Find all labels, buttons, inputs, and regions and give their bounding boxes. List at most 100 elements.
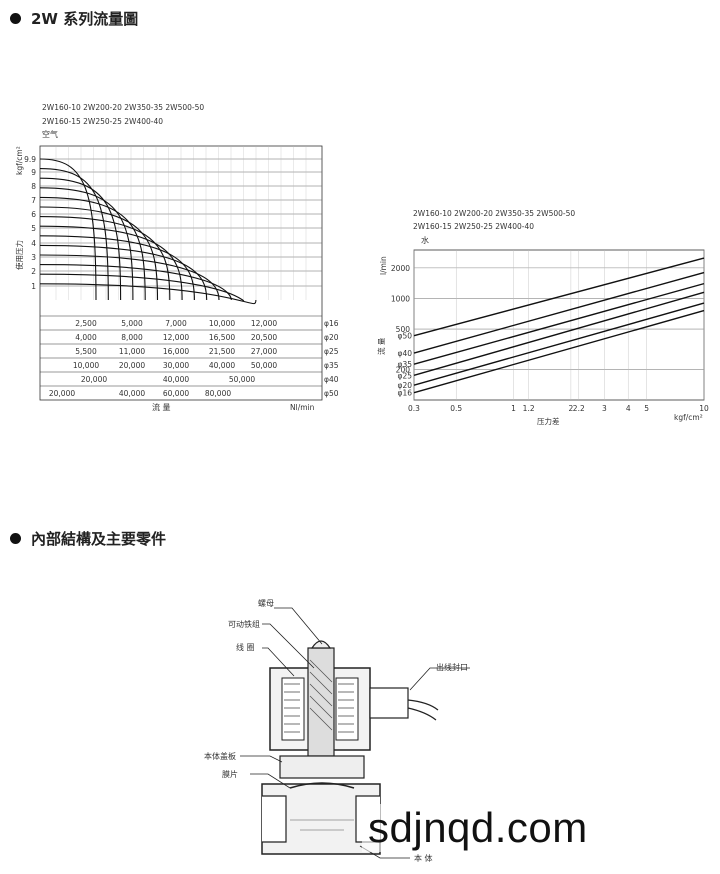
air-flow-curve — [39, 273, 245, 301]
air-table-cell: 50,000 — [229, 375, 255, 384]
label-coil: 线 圈 — [236, 642, 255, 652]
water-x-tick-label: 2.2 — [573, 404, 585, 413]
air-flow-curve — [39, 254, 220, 301]
air-x-unit: Nl/min — [290, 403, 315, 412]
water-y-tick-label: 1000 — [391, 294, 410, 303]
air-table-cell: 2,500 — [75, 319, 97, 328]
air-flow-curve — [39, 206, 159, 301]
air-table-cell: 80,000 — [205, 389, 231, 398]
air-y-tick-label: 7 — [31, 196, 36, 205]
water-series-label: φ50 — [398, 332, 413, 341]
water-y-tick-label: 500 — [396, 325, 411, 334]
air-flow-curve — [39, 264, 232, 301]
leader-nut — [274, 607, 323, 645]
water-series-label: φ35 — [398, 360, 413, 369]
air-table-cell: 20,500 — [251, 333, 277, 342]
air-flow-curve — [39, 177, 122, 301]
air-table-cell: 16,500 — [209, 333, 235, 342]
air-table-cell: 50,000 — [251, 361, 277, 370]
air-table-cell: 8,000 — [121, 333, 143, 342]
air-y-unit: kgf/cm² — [15, 146, 24, 175]
air-table-cell: 4,000 — [75, 333, 97, 342]
air-y-tick-label: 2 — [31, 267, 36, 276]
air-table-cell: 16,000 — [163, 347, 189, 356]
air-table-diameter: φ20 — [324, 333, 339, 342]
water-x-tick-label: 0.3 — [408, 404, 420, 413]
body-hatch — [290, 819, 354, 831]
coil-right — [335, 677, 359, 741]
leader-coil — [262, 647, 295, 677]
air-table-cell: 5,000 — [121, 319, 143, 328]
leader-diaphragm — [250, 773, 291, 789]
water-series-line — [413, 309, 705, 394]
air-table-cell: 5,500 — [75, 347, 97, 356]
air-flow-curve — [39, 244, 208, 301]
water-y-label: 流 量 — [376, 337, 386, 355]
plunger-tube — [307, 647, 335, 757]
water-x-tick-label: 4 — [626, 404, 631, 413]
water-series-line — [413, 291, 705, 376]
water-y-tick-label: 2000 — [391, 264, 410, 273]
air-table-diameter: φ40 — [324, 375, 339, 384]
water-x-tick-label: 5 — [644, 404, 649, 413]
water-series-line — [413, 282, 705, 365]
air-table-diameter: φ16 — [324, 319, 339, 328]
outlet-cable — [407, 699, 439, 721]
coil-left — [281, 677, 305, 741]
label-cover: 本体盖板 — [204, 751, 236, 761]
water-x-tick-label: 3 — [602, 404, 607, 413]
water-x-tick-label: 1.2 — [523, 404, 535, 413]
air-flow-curve — [39, 187, 134, 301]
water-models-row1: 2W160-10 2W200-20 2W350-35 2W500-50 — [413, 209, 575, 218]
air-grid — [40, 146, 322, 300]
air-table-cell: 11,000 — [119, 347, 145, 356]
water-x-tick-label: 1 — [511, 404, 516, 413]
label-plunger: 可动铁组 — [228, 619, 260, 629]
water-x-label: 压力差 — [537, 416, 560, 426]
air-flow-curve — [39, 158, 97, 301]
water-chart-frame — [413, 249, 705, 401]
water-chart-title: 水 — [421, 235, 429, 245]
air-table-cell: 40,000 — [163, 375, 189, 384]
diaphragm-shape — [289, 782, 355, 789]
valve-cross-section — [240, 607, 470, 859]
air-flow-curve — [39, 283, 257, 305]
air-table-cell: 20,000 — [119, 361, 145, 370]
watermark-text: sdjnqd.com — [362, 804, 594, 852]
air-y-label: 使用压力 — [14, 240, 24, 270]
air-y-tick-label: 8 — [31, 182, 36, 191]
label-diaphragm: 膜片 — [222, 769, 238, 779]
air-table-cell: 40,000 — [209, 361, 235, 370]
air-table-cell: 20,000 — [49, 389, 75, 398]
leader-outlet — [409, 667, 470, 691]
water-series-line — [413, 271, 705, 354]
water-models-row2: 2W160-15 2W250-25 2W400-40 — [413, 222, 534, 231]
air-table-cell: 10,000 — [73, 361, 99, 370]
water-x-tick-label: 10 — [699, 404, 709, 413]
section-heading-flow: 2W 系列流量圖 — [10, 8, 138, 29]
air-table-cell: 7,000 — [165, 319, 187, 328]
water-series-line — [413, 257, 705, 337]
label-body: 本 体 — [414, 853, 433, 863]
coil-winding-left — [284, 683, 300, 733]
air-y-tick-label: 6 — [31, 210, 36, 219]
air-models-row2: 2W160-15 2W250-25 2W400-40 — [42, 117, 163, 126]
air-flow-curve — [39, 225, 183, 301]
air-y-tick-label: 9.9 — [24, 155, 36, 164]
water-series-label: φ16 — [398, 389, 413, 398]
air-flow-curve — [39, 216, 171, 301]
coil-winding-right — [338, 683, 354, 733]
water-series-label: φ20 — [398, 381, 413, 390]
plunger-hatch — [309, 659, 333, 731]
water-series-label: φ40 — [398, 349, 413, 358]
air-y-tick-label: 5 — [31, 224, 36, 233]
air-table-cell: 27,000 — [251, 347, 277, 356]
air-y-tick-label: 9 — [31, 168, 36, 177]
section-heading-structure: 內部結構及主要零件 — [10, 528, 166, 549]
section-title-structure: 內部結構及主要零件 — [31, 530, 167, 548]
nut-cap — [310, 640, 332, 649]
water-x-tick-label: 0.5 — [450, 404, 462, 413]
water-x-tick-label: 2 — [569, 404, 574, 413]
